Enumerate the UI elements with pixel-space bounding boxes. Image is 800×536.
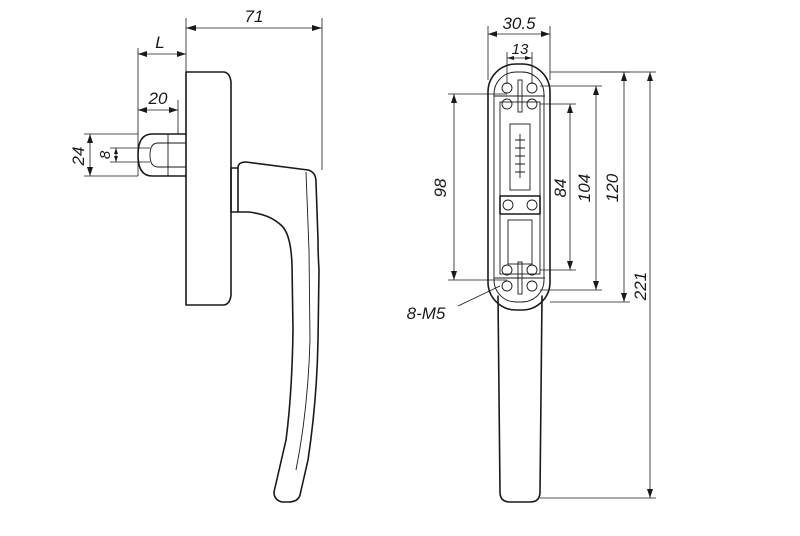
front-rosette-outer (487, 63, 551, 311)
screw-hole (526, 98, 538, 110)
arrowhead (567, 261, 573, 270)
screw-hole (501, 98, 513, 110)
arrowhead (451, 271, 457, 280)
screw-hole (526, 280, 538, 292)
arrowhead (507, 56, 514, 60)
arrowhead (621, 293, 627, 302)
dim-120-label: 120 (603, 173, 622, 202)
arrowhead (593, 86, 599, 95)
bottom-screw-cluster (494, 261, 545, 295)
arrowhead (593, 281, 599, 290)
arrowhead (541, 31, 550, 37)
arrowhead (567, 104, 573, 113)
arrowhead (87, 167, 93, 176)
side-handle-lever (237, 161, 320, 503)
arrowhead (177, 51, 186, 57)
front-rosette-inner (493, 71, 545, 303)
top-screw-cluster (494, 79, 545, 113)
arrowhead (647, 489, 653, 498)
dim-71-label: 71 (245, 7, 264, 26)
screw-hole (501, 280, 513, 292)
arrowhead (451, 94, 457, 103)
side-handle-edge (295, 171, 311, 471)
dim-24-label: 24 (69, 147, 88, 167)
dim-8-label: 8 (97, 150, 114, 159)
front-gear-window (509, 123, 531, 191)
side-view: 71 L 20 24 8 (69, 7, 323, 503)
arrowhead (138, 51, 147, 57)
dim-84-label: 84 (551, 179, 570, 198)
arrowhead (138, 107, 147, 113)
side-spindle (137, 133, 187, 177)
front-mid-block (499, 195, 541, 215)
side-rosette (185, 71, 232, 306)
arrowhead (621, 72, 627, 81)
mid-hole (526, 199, 538, 211)
arrowhead (114, 148, 118, 154)
dim-20-label: 20 (148, 89, 168, 108)
front-inner-plate (499, 101, 541, 275)
callout-8-m5: 8-M5 (407, 304, 446, 323)
side-spindle-slot (149, 142, 186, 168)
screw-hole (501, 264, 513, 276)
arrowhead (87, 134, 93, 143)
front-lower-window (507, 219, 533, 265)
side-neck (230, 167, 239, 213)
arrowhead (488, 31, 497, 37)
dim-221-label: 221 (631, 272, 650, 301)
screw-hole (526, 82, 538, 94)
arrowhead (525, 56, 532, 60)
arrowhead (169, 107, 178, 113)
arrowhead (647, 72, 653, 81)
front-handle-stem (497, 295, 543, 503)
dim-13-label: 13 (512, 41, 529, 58)
dim-30-5-label: 30.5 (502, 14, 536, 33)
screw-hole (526, 264, 538, 276)
front-view: 30.5 13 98 84 104 120 (407, 14, 656, 503)
arrowhead (114, 156, 118, 162)
dim-104-label: 104 (575, 174, 594, 202)
dim-98-label: 98 (431, 178, 450, 197)
front-gear-teeth (515, 134, 525, 178)
arrowhead (186, 25, 196, 31)
screw-hole (501, 82, 513, 94)
arrowhead (312, 25, 322, 31)
mid-hole (502, 199, 514, 211)
callout-leader (457, 285, 501, 307)
dim-L-label: L (155, 33, 164, 52)
